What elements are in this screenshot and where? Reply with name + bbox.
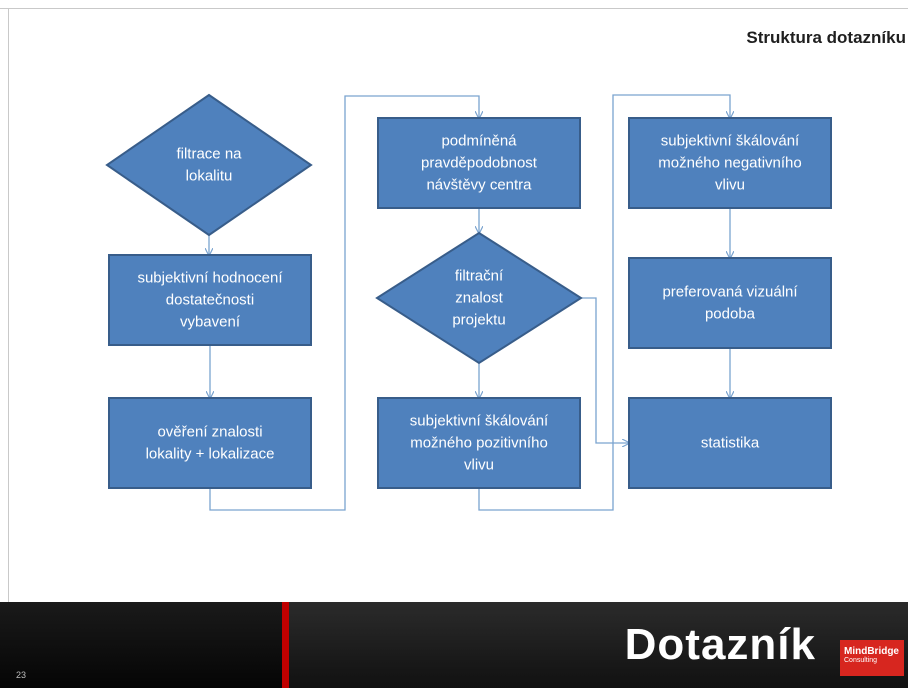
slide-border-left — [8, 8, 9, 602]
node-label: možného pozitivního — [410, 435, 548, 452]
node-label: pravděpodobnost — [421, 155, 538, 172]
node-shape — [108, 254, 312, 346]
node-label: vybavení — [180, 314, 241, 331]
node-shape — [628, 397, 832, 489]
node-shape — [377, 117, 581, 209]
node-label: podoba — [705, 306, 756, 323]
process-node-n6: subjektivní škálování možného pozitivního… — [377, 397, 581, 489]
node-label: subjektivní škálování — [410, 413, 549, 430]
mindbridge-logo: MindBridge Consulting — [840, 640, 904, 676]
node-label: podmíněná — [441, 133, 517, 150]
node-label: návštěvy centra — [426, 177, 532, 194]
nodes: filtrace na lokalitu subjektivní hodnocení… — [105, 93, 832, 489]
logo-subtitle: Consulting — [844, 657, 878, 664]
node-shape — [375, 231, 583, 365]
node-label: znalost — [455, 290, 503, 307]
node-label: lokalitu — [186, 168, 233, 185]
node-label: projektu — [452, 312, 505, 329]
footer-heading: Dotazník — [624, 620, 816, 669]
node-label: filtrační — [455, 268, 504, 285]
node-label: preferovaná vizuální — [662, 284, 798, 301]
process-node-n4: podmíněná pravděpodobnost návštěvy centra — [377, 117, 581, 209]
process-node-n2: subjektivní hodnocení dostatečnosti vybave… — [108, 254, 312, 346]
node-label: subjektivní škálování — [661, 133, 800, 150]
decision-node-n1: filtrace na lokalitu — [105, 93, 313, 237]
logo-name: MindBridge — [844, 646, 899, 657]
node-label: vlivu — [715, 177, 745, 194]
footer-dark-panel — [0, 602, 282, 688]
flowchart: filtrace na lokalitu subjektivní hodnocení… — [105, 93, 832, 511]
connectors — [209, 94, 730, 511]
connector-n3-n4 — [209, 95, 479, 511]
node-label: lokality + lokalizace — [146, 446, 275, 463]
node-label: dostatečnosti — [166, 292, 254, 309]
node-label: vlivu — [464, 457, 494, 474]
slide-border-top — [0, 8, 908, 9]
process-node-n8: preferovaná vizuální podoba — [628, 257, 832, 349]
node-shape — [628, 257, 832, 349]
footer-bar: 23 Dotazník MindBridge Consulting — [0, 602, 908, 688]
node-shape — [377, 397, 581, 489]
node-shape — [628, 117, 832, 209]
connector-n5-n9 — [581, 297, 629, 443]
connector-n6-n7 — [478, 94, 730, 511]
node-label: ověření znalosti — [157, 424, 262, 441]
page-number: 23 — [16, 670, 27, 680]
node-shape — [105, 93, 313, 237]
node-shape — [108, 397, 312, 489]
process-node-n9: statistika — [628, 397, 832, 489]
node-label: možného negativního — [658, 155, 801, 172]
node-label: statistika — [701, 435, 760, 452]
footer-red-accent — [282, 602, 289, 688]
slide-title: Struktura dotazníku — [746, 28, 906, 47]
process-node-n3: ověření znalosti lokality + lokalizace — [108, 397, 312, 489]
decision-node-n5: filtrační znalost projektu — [375, 231, 583, 365]
node-label: filtrace na — [176, 146, 242, 163]
node-label: subjektivní hodnocení — [137, 270, 283, 287]
process-node-n7: subjektivní škálování možného negativního… — [628, 117, 832, 209]
